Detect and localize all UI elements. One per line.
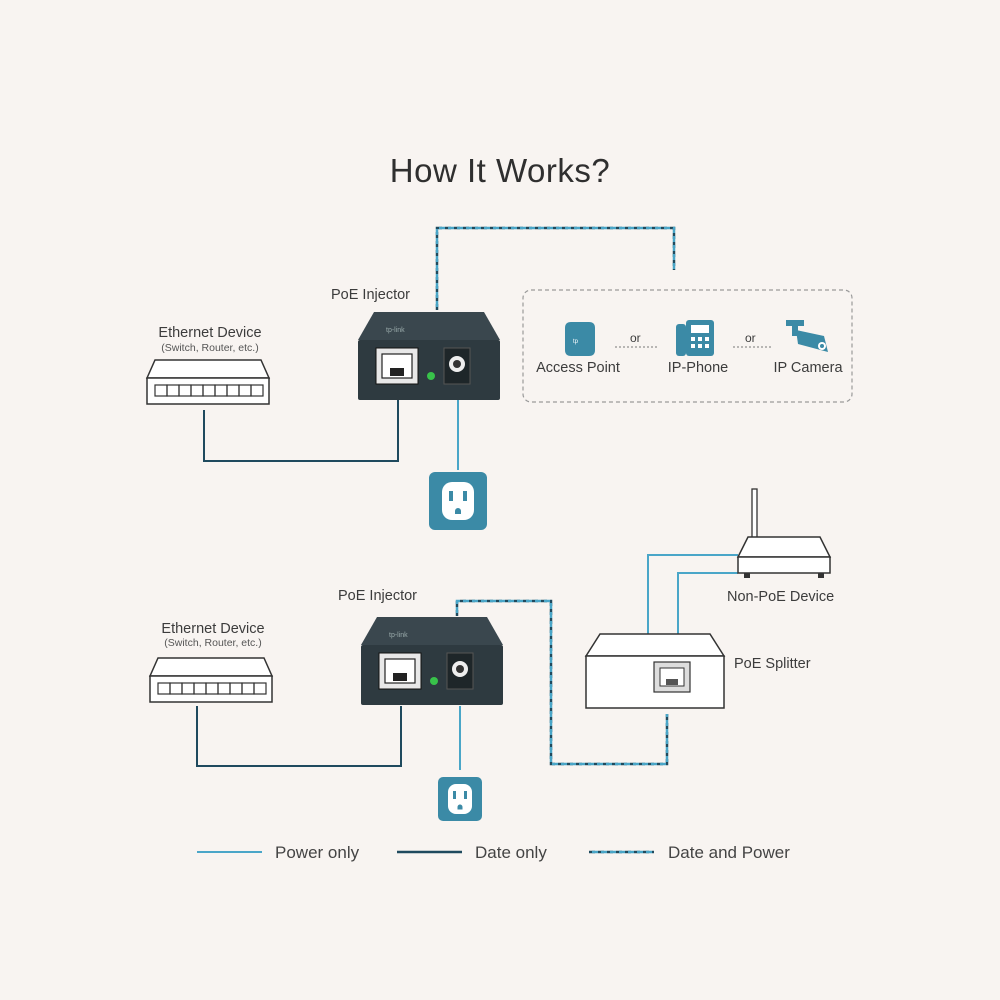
non-poe-router-icon xyxy=(736,488,832,578)
legend-power-only: Power only xyxy=(275,843,360,862)
ethernet-switch-icon xyxy=(145,359,271,405)
ip-camera-icon xyxy=(786,320,828,352)
ip-camera-label: IP Camera xyxy=(773,360,843,376)
poe-devices-box xyxy=(522,289,853,403)
power-outlet-icon-2 xyxy=(438,777,482,821)
poe-splitter-label: PoE Splitter xyxy=(734,656,811,672)
poe-injector-icon: tp-link xyxy=(358,312,500,400)
ethernet-device-sublabel: (Switch, Router, etc.) xyxy=(161,342,259,354)
access-point-label: Access Point xyxy=(536,360,620,376)
poe-injector-icon-2: tp-link xyxy=(361,617,503,705)
data-line-2 xyxy=(196,706,402,767)
ip-phone-label: IP-Phone xyxy=(667,360,729,376)
legend-data-and-power: Date and Power xyxy=(668,843,790,862)
non-poe-device-label: Non-PoE Device xyxy=(727,589,835,605)
power-outlet-icon xyxy=(429,472,487,530)
poe-splitter-icon xyxy=(584,633,726,709)
data-line-1 xyxy=(203,400,399,462)
legend-data-only: Date only xyxy=(475,843,547,862)
or-text-1: or xyxy=(630,331,641,345)
access-point-icon: tp xyxy=(565,322,595,356)
svg-text:tp-link: tp-link xyxy=(386,327,405,334)
or-text-2: or xyxy=(745,331,756,345)
splitter-data-line xyxy=(677,572,738,634)
poe-injector-label: PoE Injector xyxy=(331,287,410,303)
ethernet-device-label: Ethernet Device xyxy=(158,325,262,341)
ethernet-switch-icon-2 xyxy=(148,657,274,703)
ethernet-device-label-2: Ethernet Device xyxy=(161,621,265,637)
page-title: How It Works? xyxy=(389,152,611,189)
poe-injector-label-2: PoE Injector xyxy=(338,588,417,604)
splitter-power-line xyxy=(647,554,738,634)
svg-text:tp: tp xyxy=(573,339,579,345)
data-power-line-1 xyxy=(435,226,676,310)
ethernet-device-sublabel-2: (Switch, Router, etc.) xyxy=(164,637,262,649)
ip-phone-icon xyxy=(676,320,714,356)
svg-text:tp-link: tp-link xyxy=(389,632,408,639)
